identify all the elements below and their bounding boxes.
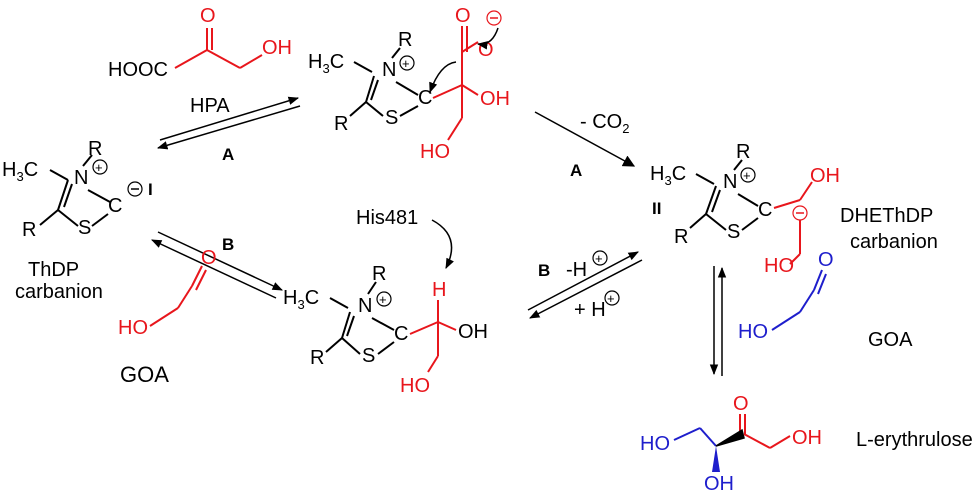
svg-text:+: +: [595, 251, 603, 266]
dhethdp-oh: OH: [810, 165, 840, 187]
dhethdp-r-bottom: R: [674, 226, 688, 248]
protonation-label: + H: [574, 299, 606, 321]
dhethdp-c: C: [758, 199, 772, 221]
adduct2-h: H: [432, 279, 446, 301]
thdp-roman-label: I: [148, 180, 153, 199]
thdp-r-bottom: R: [22, 219, 36, 241]
adduct2-r-bottom: R: [310, 347, 324, 369]
svg-text:+: +: [607, 291, 615, 306]
adduct-1: H3C N + R C S R O O OH HO: [308, 5, 510, 163]
dhethdp-carbanion: H3C N + R C S R II OH HO DHEThDP carbani…: [650, 141, 938, 277]
adduct-2: H3C N + R C S R H OH HO: [283, 263, 488, 397]
adduct1-r-bottom: R: [334, 113, 348, 135]
path-a-label-right: A: [570, 161, 582, 180]
erythrulose-oh-bottom: OH: [704, 473, 734, 495]
thdp-n: N: [74, 167, 88, 189]
dhethdp-label-line1: DHEThDP: [840, 205, 933, 227]
adduct1-ho: HO: [420, 141, 450, 163]
hpa-molecule: HOOC O OH HPA: [108, 5, 292, 117]
goa-left-o: O: [201, 247, 217, 269]
adduct1-oh: OH: [480, 88, 510, 110]
adduct1-c: C: [418, 87, 432, 109]
adduct1-carboxylate-o: O: [455, 5, 471, 27]
thdp-c: C: [108, 195, 122, 217]
erythrulose-label: L-erythrulose: [856, 429, 973, 451]
dhethdp-roman-label: II: [652, 199, 661, 218]
adduct1-s: S: [385, 107, 398, 129]
adduct2-r-top: R: [372, 263, 386, 285]
dhethdp-r-top: R: [736, 141, 750, 163]
deprotonation-label: -H: [566, 259, 587, 281]
goa-left-label: GOA: [120, 362, 169, 387]
hpa-hooc: HOOC: [108, 59, 168, 81]
hpa-oxo-o: O: [200, 5, 216, 27]
goa-left-ho: HO: [118, 317, 148, 339]
erythrulose-oh-right: OH: [792, 427, 822, 449]
thdp-methyl: H3C: [2, 159, 38, 184]
equilibrium-arrow-b-left: B: [151, 231, 283, 299]
hpa-label: HPA: [190, 95, 230, 117]
his481-label: His481: [356, 207, 418, 229]
adduct1-n: N: [382, 59, 396, 81]
thdp-label-line2: carbanion: [15, 281, 103, 303]
dhethdp-n: N: [723, 171, 737, 193]
l-erythrulose: O HO OH OH L-erythrulose: [640, 393, 973, 495]
thdp-r-top: R: [88, 138, 102, 160]
path-b-label-right: B: [538, 261, 550, 280]
goa-right: HO O GOA: [738, 249, 913, 351]
thdp-label-line1: ThDP: [28, 259, 79, 281]
dhethdp-label-line2: carbanion: [850, 231, 938, 253]
hpa-oh: OH: [262, 37, 292, 59]
decarboxylation-arrow: - CO2 A: [534, 111, 636, 180]
his481: His481: [356, 207, 454, 269]
thdp-carbanion: H3C N + R C S R I ThDP carbanion: [2, 138, 153, 303]
goa-right-o: O: [818, 249, 834, 271]
adduct1-methyl: H3C: [308, 51, 344, 76]
svg-text:+: +: [95, 160, 103, 175]
svg-text:+: +: [743, 168, 751, 183]
adduct1-carbonyl-o: O: [478, 39, 494, 61]
svg-text:+: +: [379, 292, 387, 307]
decarboxylation-label: - CO2: [580, 111, 629, 136]
dhethdp-ho: HO: [764, 255, 794, 277]
dhethdp-methyl: H3C: [650, 163, 686, 188]
adduct2-methyl: H3C: [283, 287, 319, 312]
goa-right-label: GOA: [868, 329, 913, 351]
erythrulose-o: O: [733, 393, 749, 415]
equilibrium-arrow-a-top: A: [156, 96, 301, 164]
erythrulose-ho: HO: [640, 433, 670, 455]
goa-right-ho: HO: [738, 321, 768, 343]
equilibrium-arrow-vertical: [709, 266, 727, 376]
goa-left: HO O GOA: [118, 247, 217, 387]
equilibrium-arrow-b-right: B -H + + H +: [527, 250, 643, 321]
adduct2-n: N: [358, 295, 372, 317]
thdp-s: S: [78, 217, 91, 239]
dhethdp-s: S: [727, 221, 740, 243]
svg-text:+: +: [402, 56, 410, 71]
adduct2-ho: HO: [400, 375, 430, 397]
path-a-label-top: A: [222, 145, 234, 164]
path-b-label-left: B: [222, 235, 234, 254]
adduct2-oh: OH: [458, 321, 488, 343]
adduct2-s: S: [362, 345, 375, 367]
adduct2-c: C: [394, 323, 408, 345]
adduct1-r-top: R: [398, 29, 412, 51]
